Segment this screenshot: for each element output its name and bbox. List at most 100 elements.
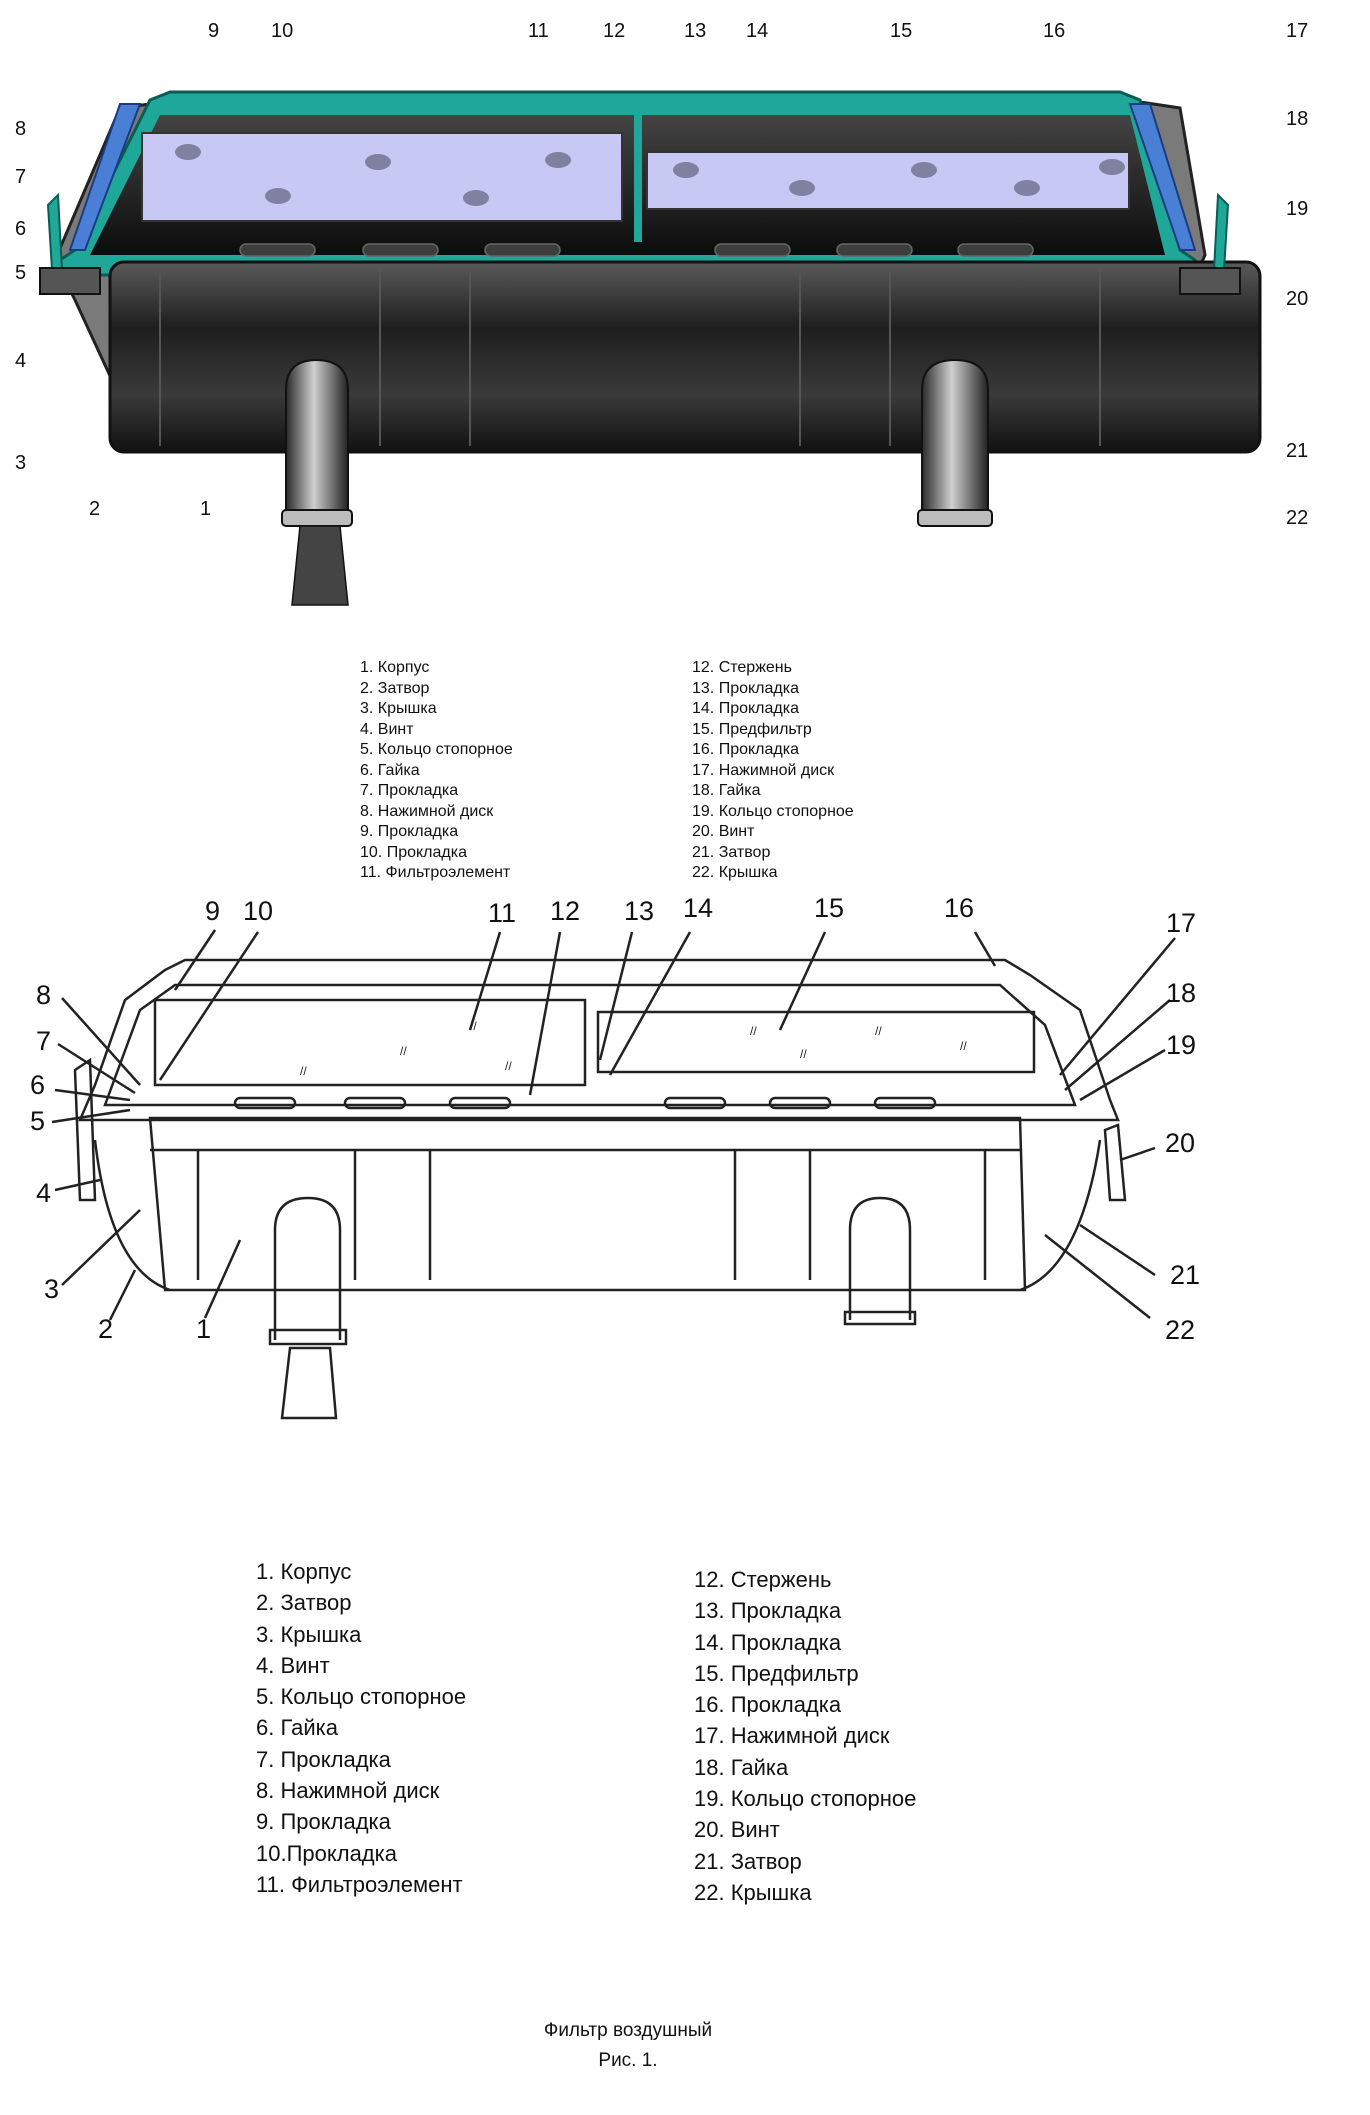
legend-big-item: 19. Кольцо стопорное (694, 1786, 917, 1812)
legend-big-item: 6. Гайка (256, 1715, 339, 1741)
callout-top-15: 15 (890, 20, 913, 42)
legend-small-item: 11. Фильтроэлемент (360, 864, 511, 881)
figure-title: Фильтр воздушный (543, 2020, 713, 2041)
callout-top-17: 17 (1286, 20, 1309, 42)
callout-top-7: 7 (15, 166, 27, 188)
drawing-outlet-pipe (848, 1196, 912, 1320)
callout-draw-1: 1 (196, 1314, 212, 1344)
svg-text://: // (750, 1024, 757, 1038)
svg-text://: // (400, 1044, 407, 1058)
legend-small-item: 3. Крышка (360, 700, 437, 717)
legend-small-item: 7. Прокладка (360, 782, 459, 799)
drawing-outer-cover (78, 958, 1120, 1122)
callout-top-19: 19 (1286, 198, 1309, 220)
right-latch (1212, 192, 1230, 271)
callout-draw-3: 3 (44, 1274, 60, 1304)
prefilter-element (646, 151, 1130, 210)
legend-small-item: 14. Прокладка (692, 700, 799, 717)
legend-small-item: 15. Предфильтр (692, 720, 812, 738)
legend-big-item: 8. Нажимной диск (256, 1778, 440, 1804)
callout-draw-7: 7 (36, 1026, 52, 1056)
legend-big-item: 4. Винт (256, 1652, 330, 1678)
legend-small-item: 10. Прокладка (360, 843, 467, 861)
callout-draw-22: 22 (1165, 1315, 1196, 1345)
callout-draw-14: 14 (683, 893, 714, 923)
legend-big-item: 12. Стержень (694, 1567, 832, 1592)
legend-big-item: 7. Прокладка (256, 1746, 391, 1772)
legend-big-item: 5. Кольцо стопорное (256, 1684, 467, 1710)
legend-big-item: 20. Винт (694, 1817, 780, 1843)
drawing-housing-body (148, 1116, 1027, 1292)
colored-filter-illustration (39, 90, 1262, 606)
legend-small-item: 9. Прокладка (360, 823, 459, 840)
legend-big-item: 22. Крышка (694, 1879, 812, 1905)
callout-top-22: 22 (1286, 507, 1309, 529)
legend-big-item: 2. Затвор (256, 1590, 352, 1616)
callout-draw-11: 11 (488, 898, 517, 928)
legend-big-item: 11. Фильтроэлемент (256, 1871, 463, 1897)
left-clamp-rim (68, 103, 142, 251)
callout-draw-5: 5 (30, 1106, 46, 1136)
callout-top-16: 16 (1043, 20, 1066, 42)
legend-small-item: 12. Стержень (692, 659, 792, 676)
svg-text://: // (800, 1047, 807, 1061)
legend-small-item: 16. Прокладка (692, 741, 799, 758)
right-clamp-rim (1128, 103, 1197, 251)
callout-top-9: 9 (208, 20, 220, 42)
callout-draw-6: 6 (30, 1070, 46, 1100)
svg-text://: // (505, 1059, 512, 1073)
legend-small-item: 4. Винт (360, 720, 414, 738)
drawing-prefilter-element (596, 1010, 1036, 1074)
figure-number: Рис. 1. (598, 2050, 658, 2071)
legend-big-item: 17. Нажимной диск (694, 1723, 890, 1749)
legend-big-item: 16. Прокладка (694, 1692, 842, 1718)
drawing-latch-strap-right (1019, 1139, 1102, 1292)
callout-top-4: 4 (15, 350, 27, 372)
legend-small-item: 13. Прокладка (692, 679, 799, 697)
legend-big-item: 9. Прокладка (256, 1809, 391, 1835)
callout-top-3: 3 (15, 452, 27, 474)
legend-small-right: 12. Стержень 13. Прокладка 14. Прокладка… (692, 658, 854, 884)
inlet-pipe (285, 358, 349, 521)
legend-small-item: 22. Крышка (692, 864, 778, 881)
callout-draw-18: 18 (1166, 978, 1197, 1008)
legend-small-item: 1. Корпус (360, 659, 430, 676)
callout-draw-16: 16 (944, 893, 975, 923)
housing-body (108, 260, 1262, 454)
legend-big-item: 18. Гайка (694, 1754, 789, 1780)
legend-big-item: 1. Корпус (256, 1559, 352, 1584)
svg-text://: // (300, 1064, 307, 1078)
legend-big-item: 10.Прокладка (256, 1840, 397, 1866)
legend-small-item: 8. Нажимной диск (360, 802, 494, 820)
legend-big-item: 15. Предфильтр (694, 1660, 859, 1686)
callout-draw-12: 12 (550, 896, 581, 926)
callout-top-21: 21 (1286, 440, 1309, 462)
callout-top-20: 20 (1286, 288, 1309, 310)
inlet-nozzle (291, 525, 349, 606)
callout-top-5: 5 (15, 262, 27, 284)
legend-small-item: 5. Кольцо стопорное (360, 741, 513, 758)
callout-draw-13: 13 (624, 896, 655, 926)
legend-small-item: 2. Затвор (360, 679, 430, 697)
svg-text://: // (470, 1019, 477, 1033)
drawing-filter-element (153, 998, 587, 1087)
callout-top-12: 12 (603, 20, 626, 42)
legend-big-item: 13. Прокладка (694, 1598, 842, 1624)
legend-big-item: 3. Крышка (256, 1621, 362, 1647)
callout-top-8: 8 (15, 118, 27, 140)
callout-top-10: 10 (271, 20, 294, 42)
callout-draw-2: 2 (98, 1314, 114, 1344)
callout-top-18: 18 (1286, 108, 1309, 130)
callout-draw-4: 4 (36, 1178, 52, 1208)
callout-draw-19: 19 (1166, 1030, 1197, 1060)
drawing-latch-strap-left (93, 1139, 171, 1292)
center-rod (634, 112, 642, 242)
legend-big-right: 12. Стержень 13. Прокладка 14. Прокладка… (694, 1564, 916, 1908)
legend-small-item: 6. Гайка (360, 761, 420, 779)
drawing-inlet-pipe (273, 1196, 342, 1340)
callout-draw-10: 10 (243, 896, 274, 926)
outlet-pipe (921, 358, 989, 521)
drawing-inlet-nozzle (280, 1346, 338, 1420)
callout-draw-20: 20 (1165, 1128, 1196, 1158)
legend-big-item: 14. Прокладка (694, 1629, 842, 1655)
